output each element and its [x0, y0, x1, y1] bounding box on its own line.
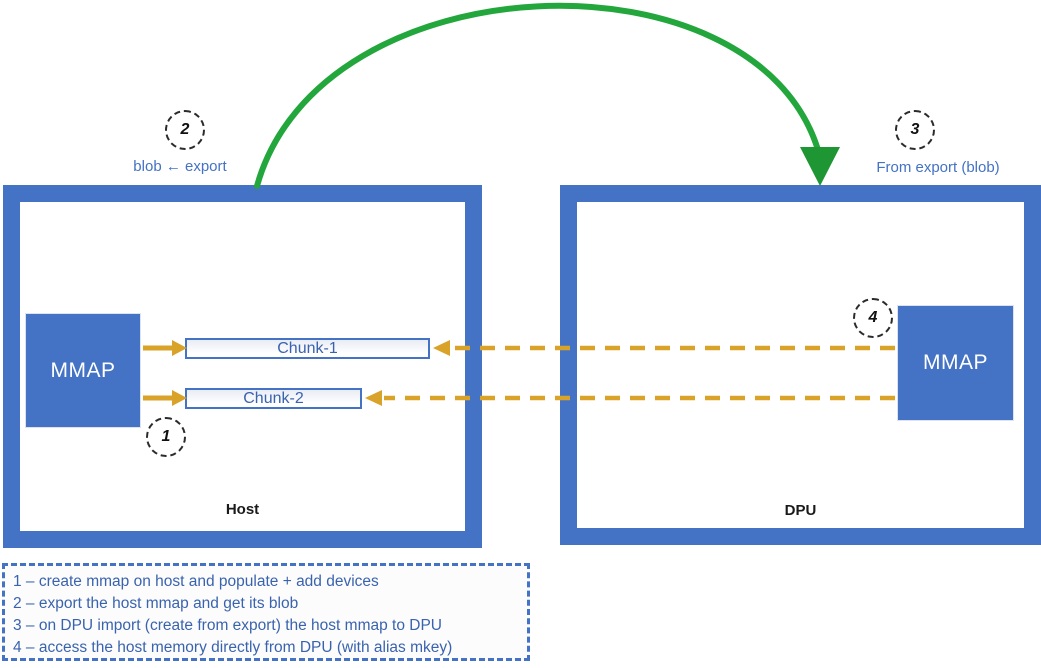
chunk-2-block: Chunk-2 [185, 388, 362, 409]
legend-line-1: 1 – create mmap on host and populate + a… [13, 573, 379, 590]
step-3-marker: 3 [895, 110, 935, 150]
export-arc-path [254, 2, 821, 189]
step-4-marker: 4 [853, 298, 893, 338]
legend-box: 1 – create mmap on host and populate + a… [2, 563, 530, 661]
legend-line-4: 4 – access the host memory directly from… [13, 639, 453, 656]
dpu-mmap-block: MMAP [897, 305, 1014, 421]
step-2-marker: 2 [165, 110, 205, 150]
host-mmap-block: MMAP [25, 313, 141, 428]
step-1-marker: 1 [146, 417, 186, 457]
dpu-box-title: DPU [784, 502, 817, 519]
chunk-1-block: Chunk-1 [185, 338, 430, 359]
legend-line-2: 2 – export the host mmap and get its blo… [13, 595, 299, 612]
legend-line-3: 3 – on DPU import (create from export) t… [13, 617, 442, 634]
host-box-title: Host [225, 501, 260, 518]
step-2-caption: blob ← export [133, 158, 227, 175]
export-arc-arrowhead [800, 147, 840, 186]
export-arc-arrow [254, 2, 840, 189]
step-3-caption: From export (blob) [876, 159, 1000, 176]
